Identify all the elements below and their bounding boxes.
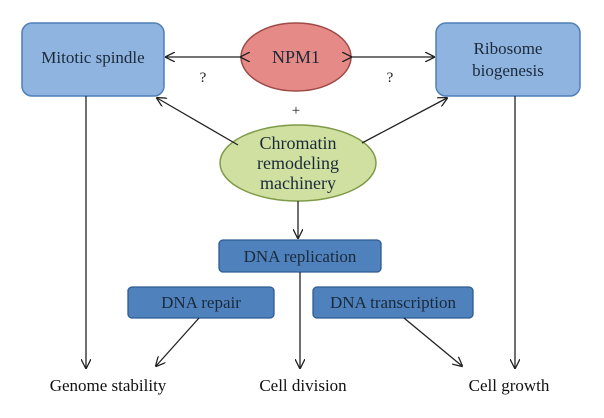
chromatin-label-line3: machinery: [260, 173, 336, 193]
chromatin-label-line1: Chromatin: [260, 133, 337, 153]
genome-stability-label: Genome stability: [50, 376, 167, 395]
cell-growth-label: Cell growth: [469, 376, 550, 395]
ribosome-biogenesis-label-line1: Ribosome: [474, 39, 543, 58]
transcription-growth-arrow: [403, 317, 462, 366]
dna-replication-label: DNA replication: [244, 247, 357, 266]
right-question-mark: ?: [387, 70, 394, 86]
chromatin-mitotic-arrow: [157, 98, 239, 146]
cell-division-label: Cell division: [259, 376, 347, 395]
chromatin-ribosome-arrow: [361, 98, 447, 144]
ribosome-biogenesis-box: [435, 22, 581, 97]
mitotic-spindle-box: [21, 22, 165, 97]
mitotic-spindle-label: Mitotic spindle: [41, 48, 144, 67]
dna-repair-box: [127, 286, 275, 319]
chromatin-label-line2: remodeling: [257, 153, 339, 173]
plus-sign: +: [292, 103, 300, 119]
left-question-mark: ?: [200, 70, 207, 86]
dna-transcription-box: [312, 286, 474, 319]
ribosome-biogenesis-label-line2: biogenesis: [472, 61, 544, 80]
repair-genome-arrow: [156, 317, 200, 366]
npm1-label: NPM1: [272, 47, 320, 67]
dna-transcription-label: DNA transcription: [330, 293, 457, 312]
dna-repair-label: DNA repair: [161, 293, 241, 312]
